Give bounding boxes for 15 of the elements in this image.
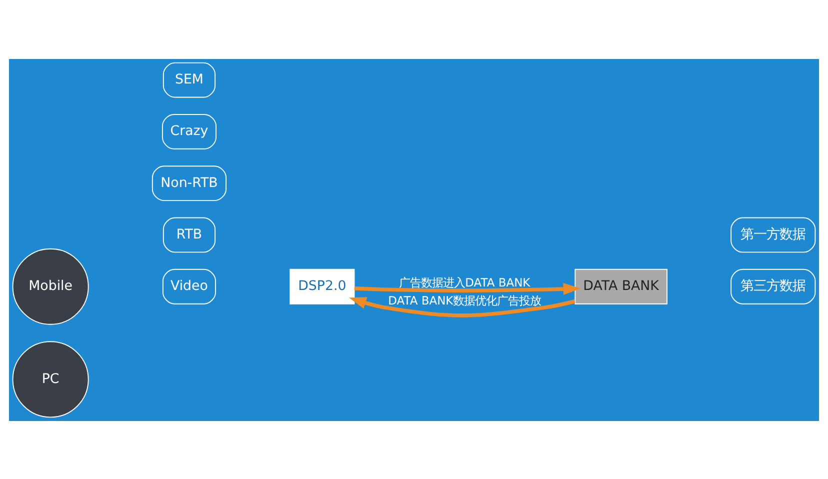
node-circle: PC [12, 340, 89, 418]
node-box: 第三方数据 [730, 268, 816, 304]
node-circle: Mobile [12, 248, 89, 324]
arrow [354, 282, 581, 295]
node-box: Crazy [162, 114, 216, 149]
node-box: 第一方数据 [730, 216, 816, 252]
node-box: RTB [162, 216, 216, 252]
node-box: SEM [162, 62, 216, 98]
node-box: Non-RTB [152, 165, 227, 201]
node-box: DSP2.0 [290, 268, 355, 304]
node-box: DATA BANK [574, 268, 668, 304]
arrow [348, 296, 576, 317]
edge-label: DATA BANK数据优化广告投放 [388, 292, 542, 307]
node-box: Video [162, 268, 216, 304]
edge-label: 广告数据进入DATA BANK [399, 274, 530, 289]
